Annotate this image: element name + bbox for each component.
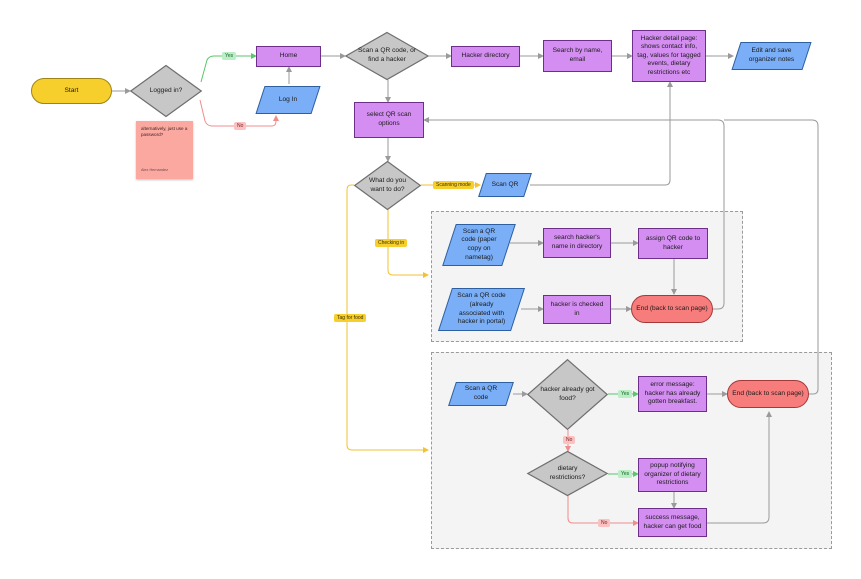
error-message-label: error message: hacker has already gotten… bbox=[644, 381, 701, 406]
scan-paper-copy-label: Scan a QR code (paper copy on nametag) bbox=[461, 227, 497, 261]
error-message-node[interactable]: error message: hacker has already gotten… bbox=[638, 376, 707, 412]
select-qr-options-node[interactable]: select QR scan options bbox=[354, 102, 424, 138]
scan-qr-code-node[interactable]: Scan a QR code bbox=[448, 382, 514, 406]
edge-label-no-success: No bbox=[598, 519, 611, 527]
search-by-name-label: Search by name, email bbox=[552, 47, 603, 63]
sticky-note-text: alternatively, just use a password? bbox=[141, 126, 188, 138]
dietary-restrictions-decision[interactable]: dietary restrictions? bbox=[527, 451, 608, 496]
log-in-node[interactable]: Log In bbox=[255, 86, 321, 114]
edge-label-yes-error: Yes bbox=[618, 390, 633, 398]
scan-associated-label: Scan a QR code (already associated with … bbox=[457, 292, 506, 326]
edit-notes-label: Edit and save organizer notes bbox=[748, 47, 795, 63]
what-to-do-decision[interactable]: What do you want to do? bbox=[354, 161, 421, 210]
start-label: Start bbox=[64, 86, 79, 94]
search-hacker-name-node[interactable]: search hacker's name in directory bbox=[543, 228, 611, 258]
log-in-label: Log In bbox=[278, 95, 298, 103]
edge-label-yes-popup: Yes bbox=[618, 470, 633, 478]
edge-label-no-login: No bbox=[234, 122, 247, 130]
scan-associated-node[interactable]: Scan a QR code (already associated with … bbox=[438, 288, 525, 331]
already-got-food-decision[interactable]: hacker already got food? bbox=[527, 359, 608, 430]
assign-qr-label: assign QR code to hacker bbox=[645, 234, 701, 251]
assign-qr-node[interactable]: assign QR code to hacker bbox=[638, 228, 708, 259]
success-message-node[interactable]: success message, hacker can get food bbox=[638, 508, 707, 537]
edge-label-tag-for-food: Tag for food bbox=[334, 314, 367, 322]
sticky-note[interactable]: alternatively, just use a password? Alex… bbox=[136, 121, 193, 179]
scan-or-find-label: Scan a QR code, or find a hacker bbox=[358, 47, 416, 63]
scan-qr-node[interactable]: Scan QR bbox=[478, 173, 532, 197]
edge-success-to-end2 bbox=[707, 411, 772, 524]
home-label: Home bbox=[279, 52, 298, 60]
dietary-restrictions-label: dietary restrictions? bbox=[549, 464, 586, 481]
hacker-checked-in-label: hacker is checked in bbox=[550, 300, 604, 317]
edge-logged-in-yes-home bbox=[200, 53, 257, 83]
end-scan-page-1-label: End (back to scan page) bbox=[636, 304, 708, 312]
search-hacker-name-label: search hacker's name in directory bbox=[551, 234, 603, 250]
end-scan-page-2-label: End (back to scan page) bbox=[732, 389, 804, 397]
hacker-checked-in-node[interactable]: hacker is checked in bbox=[543, 295, 611, 324]
popup-dietary-node[interactable]: popup notifying organizer of dietary res… bbox=[638, 458, 707, 492]
scan-paper-copy-node[interactable]: Scan a QR code (paper copy on nametag) bbox=[442, 224, 516, 266]
select-qr-options-label: select QR scan options bbox=[366, 111, 412, 127]
hacker-detail-node[interactable]: Hacker detail page: shows contact info, … bbox=[632, 30, 706, 82]
search-by-name-node[interactable]: Search by name, email bbox=[543, 40, 612, 72]
edge-scanqr-to-detail bbox=[530, 81, 673, 186]
edge-label-yes-home: Yes bbox=[222, 52, 237, 60]
edge-what-checking-in bbox=[387, 210, 429, 278]
success-message-label: success message, hacker can get food bbox=[643, 513, 702, 530]
scan-or-find-decision[interactable]: Scan a QR code, or find a hacker bbox=[345, 32, 429, 80]
hacker-directory-node[interactable]: Hacker directory bbox=[451, 46, 520, 67]
edge-label-no-dietary: No bbox=[563, 436, 576, 444]
edge-end1-to-select bbox=[423, 117, 725, 310]
home-node[interactable]: Home bbox=[256, 46, 321, 67]
edge-dietary-no-success bbox=[567, 496, 639, 526]
edit-notes-node[interactable]: Edit and save organizer notes bbox=[731, 42, 812, 70]
edge-label-checking-in: Checking in bbox=[375, 239, 408, 247]
popup-dietary-label: popup notifying organizer of dietary res… bbox=[644, 462, 701, 487]
end-scan-page-1-node[interactable]: End (back to scan page) bbox=[631, 295, 713, 323]
logged-in-label: Logged in? bbox=[149, 86, 183, 94]
sticky-note-author: Alex Hernandez bbox=[141, 168, 169, 172]
edge-label-scanning-mode: Scanning mode bbox=[433, 181, 474, 189]
what-to-do-label: What do you want to do? bbox=[368, 176, 407, 193]
hacker-directory-label: Hacker directory bbox=[461, 52, 510, 60]
scan-qr-label: Scan QR bbox=[491, 180, 519, 188]
hacker-detail-label: Hacker detail page: shows contact info, … bbox=[637, 34, 701, 76]
logged-in-decision[interactable]: Logged in? bbox=[130, 65, 202, 117]
end-scan-page-2-node[interactable]: End (back to scan page) bbox=[727, 380, 809, 408]
edge-end2-to-select bbox=[724, 119, 819, 395]
start-node[interactable]: Start bbox=[31, 78, 112, 104]
scan-qr-code-label: Scan a QR code bbox=[464, 385, 498, 401]
already-got-food-label: hacker already got food? bbox=[540, 385, 595, 402]
